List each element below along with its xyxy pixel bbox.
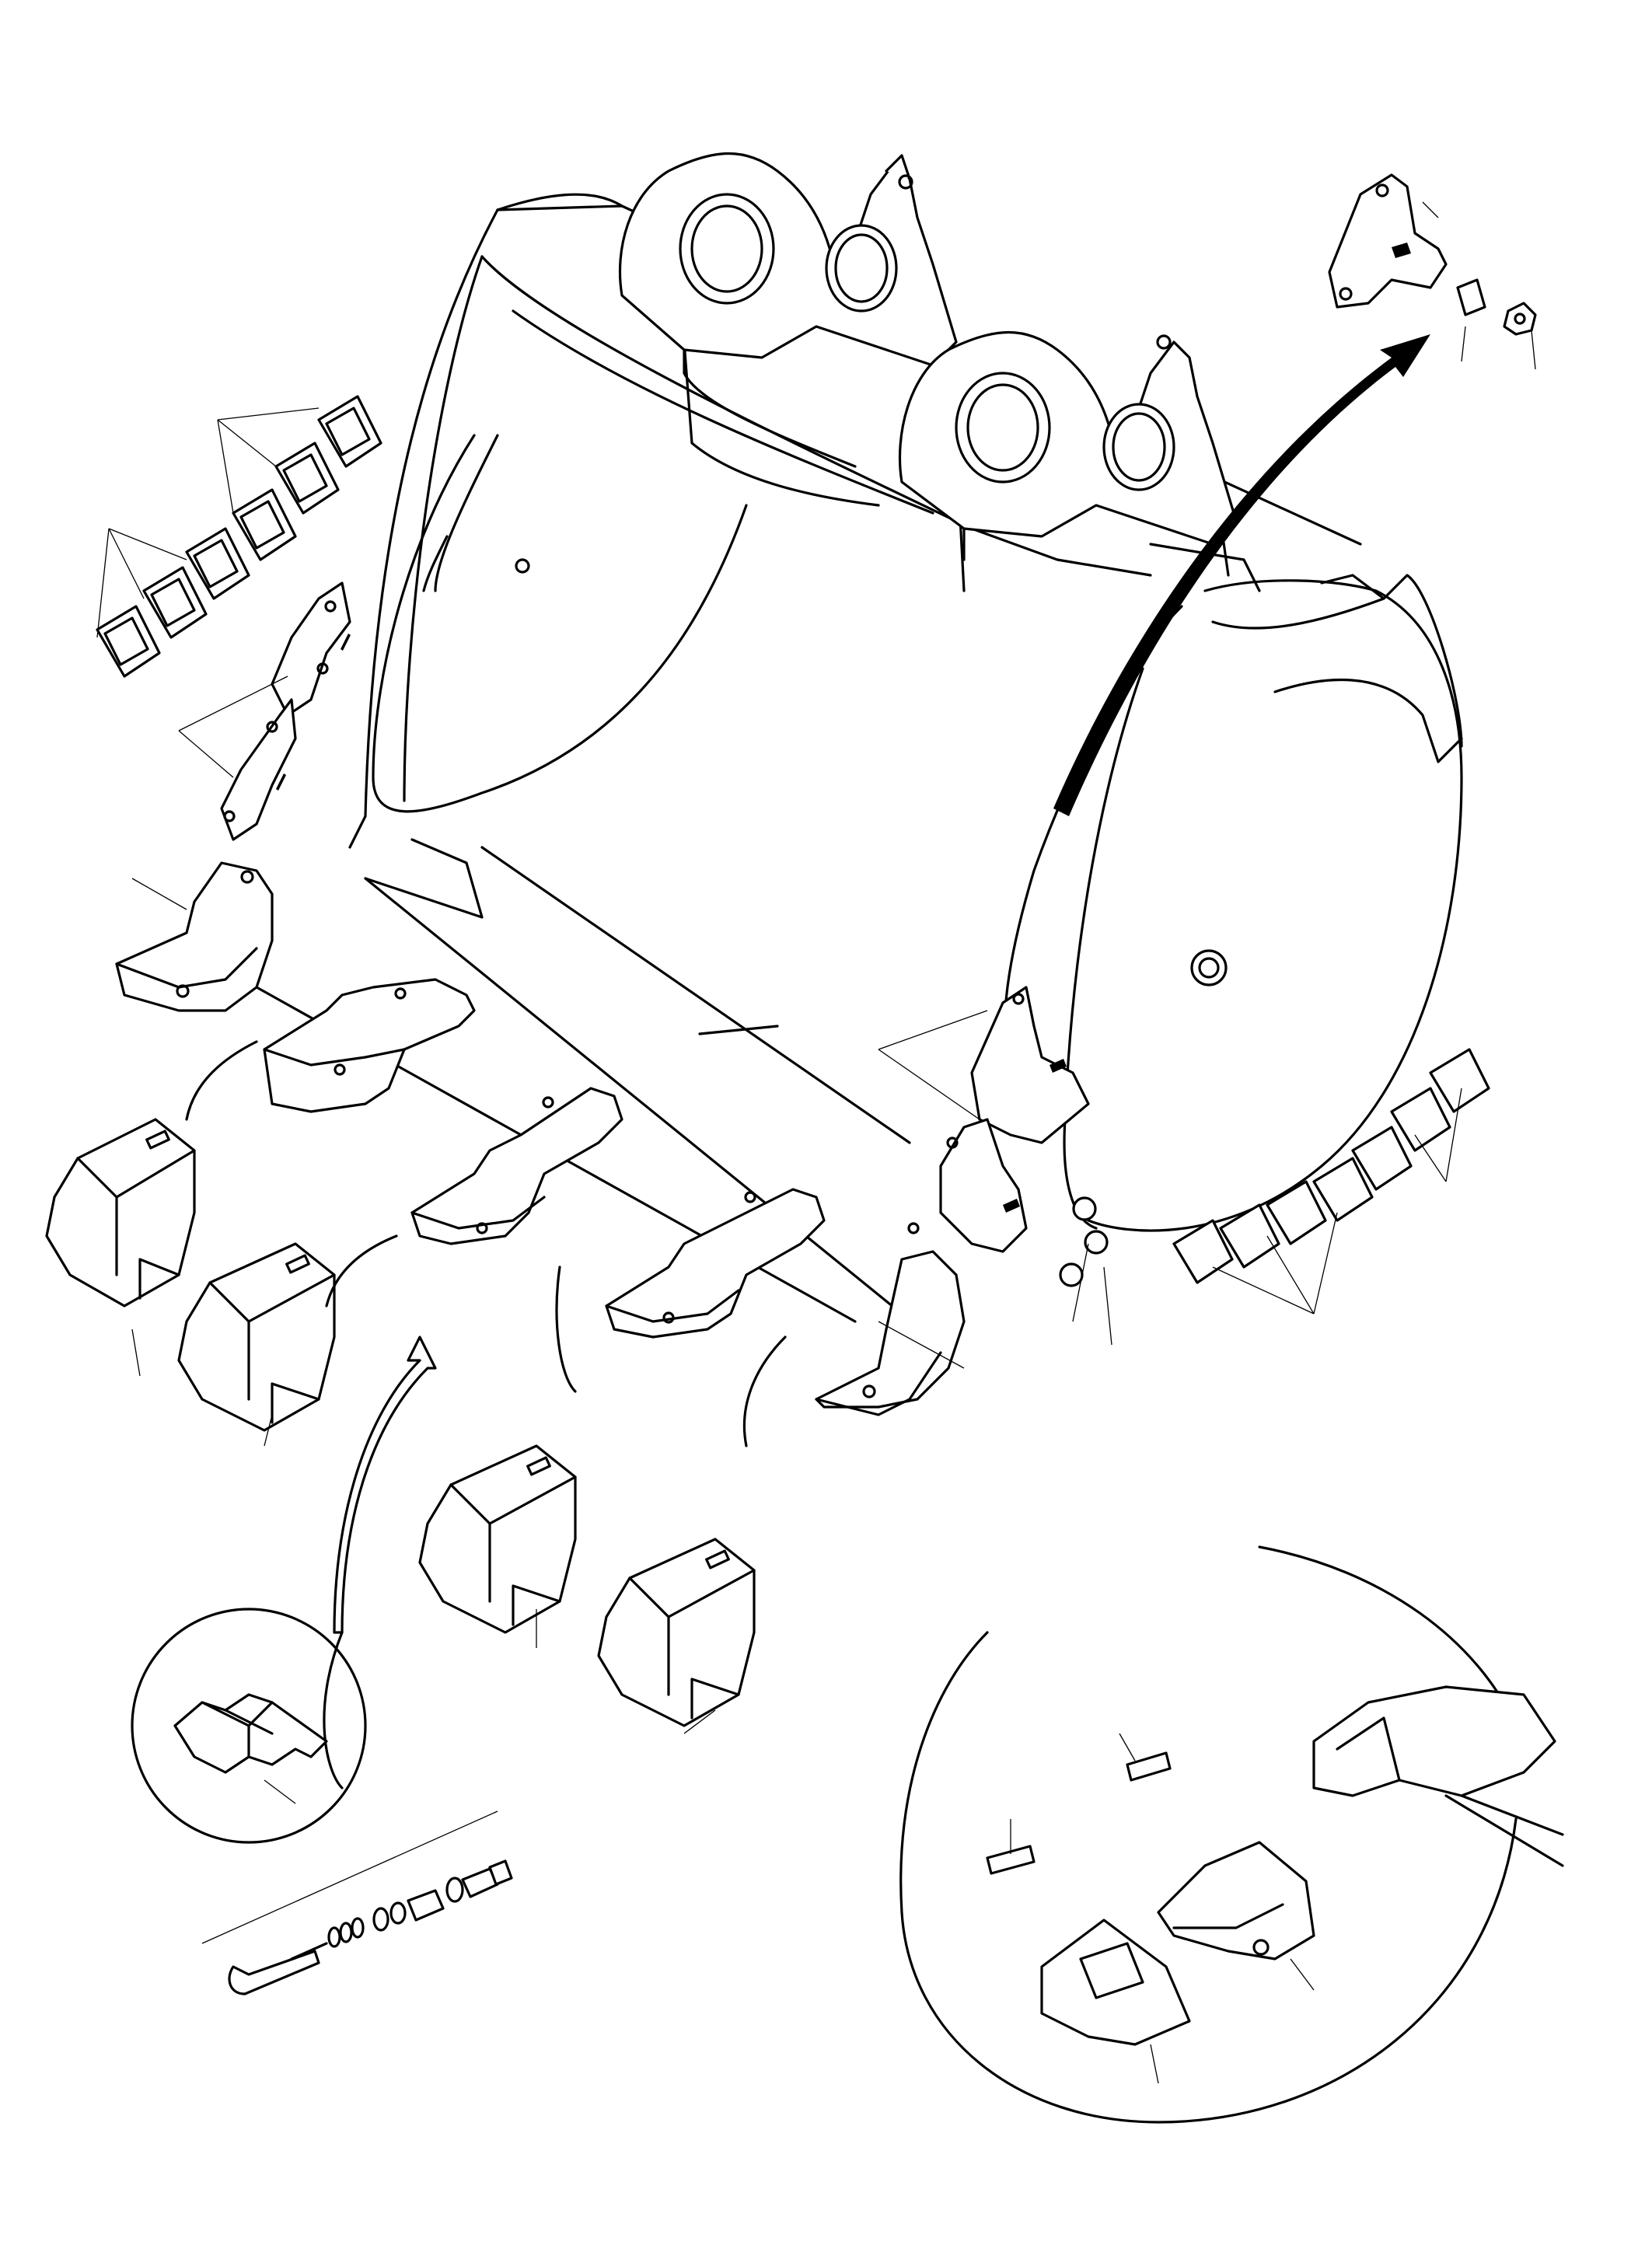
hinge-lug-bosses: [618, 152, 1238, 561]
side-protector-segments: [220, 581, 1109, 1287]
corner-adapters: [115, 861, 966, 1416]
tooth-lock-detail: [899, 1545, 1564, 2124]
tooth-points: [45, 1118, 756, 1727]
pad-detail-circle: [131, 1608, 367, 1844]
retainer-pin-kit: [201, 1810, 513, 1995]
lock-detail: [1053, 173, 1537, 816]
leader-lines: [96, 201, 1536, 1804]
bucket-body: [255, 193, 1463, 1323]
center-adapters: [263, 978, 826, 1339]
placement-arrows: [185, 1040, 787, 1789]
side-wear-caps: [96, 395, 1490, 1284]
